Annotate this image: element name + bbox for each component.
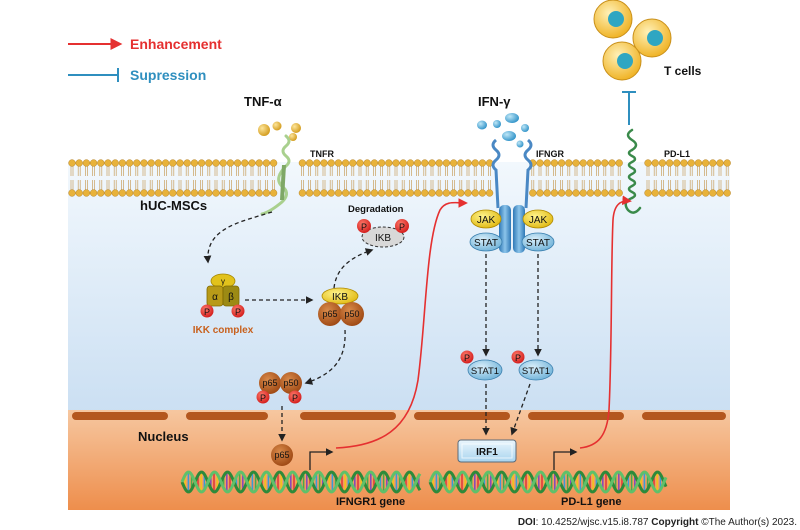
ifngr1-upregulation-arrow [335, 198, 468, 449]
jak-right [522, 209, 554, 229]
cell-membrane [68, 159, 731, 197]
svg-text:P: P [292, 393, 298, 403]
svg-text:P: P [399, 222, 405, 232]
tnfr-to-ikk-arrow [203, 211, 273, 264]
tnf-alpha-ligand-icon [258, 121, 301, 141]
svg-text:STAT1: STAT1 [471, 366, 499, 377]
svg-text:β: β [228, 292, 234, 303]
ifn-gamma-label: IFN-γ [478, 94, 511, 109]
ifngr1-gene-dna [180, 470, 422, 494]
svg-text:P: P [361, 222, 367, 232]
legend-suppression: Supression [130, 67, 206, 83]
pd-l1-upregulation-arrow [579, 195, 632, 449]
svg-text:γ: γ [221, 277, 225, 286]
pd-l1-gene-dna [428, 470, 668, 494]
stat-right-label: STAT [526, 238, 550, 249]
ifn-gamma-ligand-icon [477, 113, 529, 148]
t-cells: T cells [593, 0, 702, 81]
stat1-left: STAT1 P [460, 350, 503, 381]
degradation-label: Degradation [348, 204, 404, 215]
svg-text:p65: p65 [262, 378, 277, 388]
svg-text:STAT1: STAT1 [522, 366, 550, 377]
p-circle [395, 219, 409, 233]
stat-right [521, 232, 555, 252]
pd-l1-label: PD-L1 [664, 149, 690, 159]
t-cells-label: T cells [664, 64, 702, 78]
ikb-nfkb-complex: IKB p65 p50 [318, 287, 364, 326]
nfkb-release-arrow [304, 329, 346, 385]
stat-left-label: STAT [474, 238, 498, 249]
svg-text:p65: p65 [274, 450, 289, 460]
stat1-right-to-irf1-arrow [510, 383, 531, 436]
ikk-complex: γ α β P P [200, 273, 245, 318]
degraded-ikb [361, 226, 405, 248]
degraded-ikb-label: IKB [375, 233, 391, 244]
svg-text:α: α [212, 292, 218, 303]
jak-left [470, 209, 502, 229]
svg-text:IRF1: IRF1 [476, 447, 498, 458]
svg-text:p50: p50 [283, 378, 298, 388]
svg-text:p50: p50 [344, 309, 359, 319]
citation: DOI: 10.4252/wjsc.v15.i8.787 Copyright ©… [518, 517, 797, 528]
p-circle [357, 219, 371, 233]
jak-left-label: JAK [477, 215, 496, 226]
svg-text:P: P [235, 307, 241, 317]
nuclear-p65 [271, 444, 293, 466]
cytoplasm [68, 162, 730, 424]
tnf-alpha-label: TNF-α [244, 94, 282, 109]
jak-right-label: JAK [529, 215, 548, 226]
nucleus-label: Nucleus [138, 429, 189, 444]
phosphorylated-nfkb: p65 p50 P P [256, 372, 302, 404]
svg-text:P: P [260, 393, 266, 403]
svg-text:IKB: IKB [332, 292, 348, 303]
transcription-start-arrow [309, 448, 334, 470]
svg-text:P: P [515, 353, 521, 363]
pd-l1-gene-label: PD-L1 gene [561, 496, 622, 508]
ikb-to-degradation-arrow [333, 248, 374, 289]
legend-enhancement: Enhancement [130, 36, 222, 52]
svg-text:P: P [464, 353, 470, 363]
nucleus-region [68, 410, 730, 510]
svg-text:p65: p65 [322, 309, 337, 319]
svg-text:P: P [204, 307, 210, 317]
stat1-right: STAT1 P [511, 350, 554, 381]
ifngr1-gene-label: IFNGR1 gene [336, 496, 405, 508]
huc-mscs-label: hUC-MSCs [140, 198, 207, 213]
stat-left [469, 232, 503, 252]
tnfr-label: TNFR [310, 149, 334, 159]
transcription-start-arrow [553, 448, 578, 470]
ifngr-label: IFNGR [536, 149, 564, 159]
ikk-complex-label: IKK complex [193, 325, 254, 336]
irf1: IRF1 [457, 439, 517, 463]
legend: Enhancement Supression [68, 36, 222, 83]
nuclear-envelope [72, 412, 726, 420]
